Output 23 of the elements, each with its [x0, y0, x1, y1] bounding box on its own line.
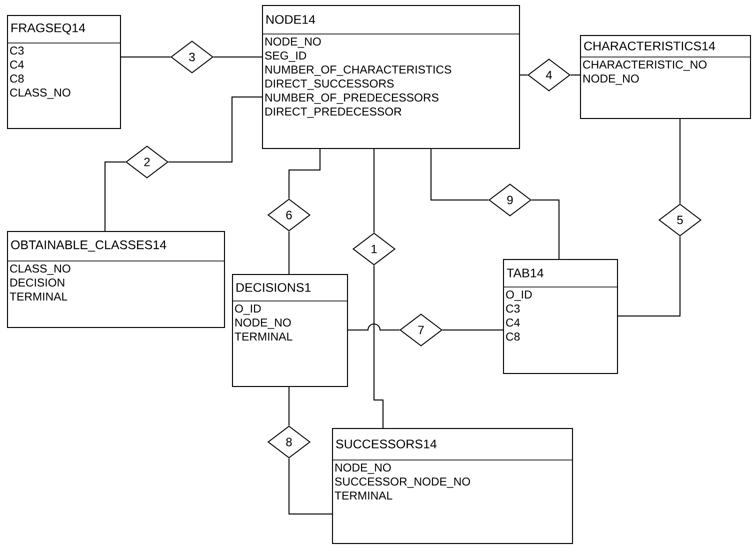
connector-line: [442, 329, 504, 330]
entity-box: DECISIONS1 O_ID NODE_NO TERMINAL: [232, 274, 348, 387]
entity-box: FRAGSEQ14 C3 C4 C8 CLASS_NO: [6, 14, 121, 129]
connector-line: [288, 231, 290, 274]
entity-box: TAB14 O_ID C3 C4 C8: [502, 258, 618, 374]
connector-line: [374, 264, 384, 428]
connector-line: [520, 74, 528, 76]
connector-line: [531, 200, 560, 260]
connector-line: [104, 162, 126, 232]
connector-line: [618, 236, 680, 316]
entity-box: CHARACTERISTICS14 CHARACTERISTIC_NO NODE_NO: [580, 34, 751, 119]
connector-line: [570, 74, 580, 76]
connector-line: [120, 56, 171, 58]
connector-line: [168, 96, 262, 162]
entity-box: SUCCESSORS14 NODE_NO SUCCESSOR_NODE_NO TERMINAL: [332, 428, 573, 544]
connector-line: [288, 148, 320, 199]
connector-line: [348, 323, 400, 330]
connector-line: [213, 56, 262, 58]
connector-line: [430, 148, 489, 200]
connector-line: [288, 458, 332, 514]
connector-line: [288, 386, 290, 426]
entity-box: NODE14 NODE_NO SEG_ID NUMBER_OF_CHARACTERISTICS DIRECT_SUCCESSORS NUMBER_OF_PREDECESSORS DIRECT_PREDECESSOR: [262, 5, 520, 149]
entity-box: OBTAINABLE_CLASSES14 CLASS_NO DECISION TERMINAL: [6, 231, 225, 328]
